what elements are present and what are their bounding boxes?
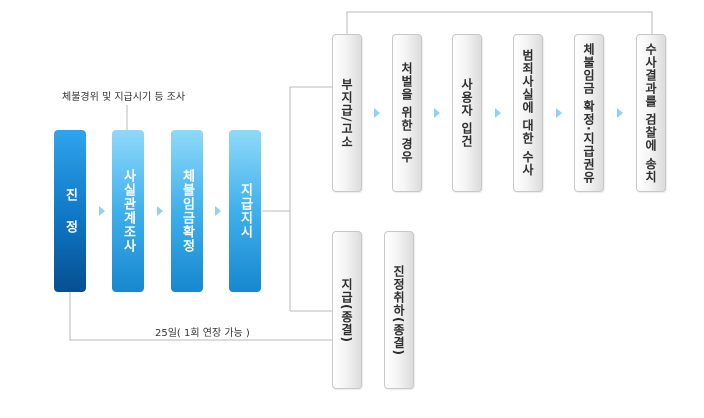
- outcome-non-payment: 부지급/고소: [332, 34, 362, 192]
- outcome-refer-prosecution-label: 수사결과를 검찰에 송치: [643, 42, 658, 184]
- step-fact-finding-label: 사실관계조사: [120, 169, 136, 253]
- outcome-wage-confirm-payment-label: 체불임금 확정·지급권유: [581, 42, 596, 184]
- arrow-right-icon: [617, 108, 623, 118]
- arrow-right-icon: [556, 108, 562, 118]
- arrow-right-icon: [157, 206, 163, 216]
- deadline-note: 25일( 1회 연장 가능 ): [155, 328, 250, 339]
- outcome-wants-punish-label: 처벌을 위한 경우: [399, 62, 414, 164]
- outcome-refer-prosecution: 수사결과를 검찰에 송치: [636, 34, 666, 192]
- top-bracket: [346, 11, 653, 34]
- outcome-payment-closed-label: 지급(종결): [339, 277, 354, 343]
- outcome-employer-booked: 사용자 입건: [452, 34, 482, 192]
- outcome-crime-investigation-label: 범죄사실에 대한 수사: [520, 49, 535, 177]
- outcome-wage-confirm-payment: 체불임금 확정·지급권유: [574, 34, 604, 192]
- outcome-withdrawal-closed: 진정취하(종결): [384, 231, 414, 389]
- arrow-right-icon: [434, 108, 440, 118]
- outcome-wants-punish: 처벌을 위한 경우: [392, 34, 422, 192]
- arrow-right-icon: [374, 108, 380, 118]
- investigation-note: 체불경위 및 지급시기 등 조사: [62, 92, 186, 103]
- step-pay-order-label: 지급지시: [237, 183, 253, 239]
- outcome-employer-booked-label: 사용자 입건: [459, 77, 474, 149]
- step-wage-confirm: 체불임금확정: [171, 130, 203, 292]
- step-pay-order: 지급지시: [229, 130, 261, 292]
- outcome-non-payment-label: 부지급/고소: [339, 77, 354, 149]
- step-fact-finding: 사실관계조사: [112, 130, 144, 292]
- outcome-withdrawal-closed-label: 진정취하(종결): [391, 264, 406, 356]
- outcome-crime-investigation: 범죄사실에 대한 수사: [513, 34, 543, 192]
- step-petition-label: 진 정: [62, 187, 78, 235]
- arrow-right-icon: [215, 206, 221, 216]
- deadline-connector: [69, 292, 332, 341]
- arrow-right-icon: [495, 108, 501, 118]
- arrow-right-icon: [99, 206, 105, 216]
- step-petition: 진 정: [54, 130, 86, 292]
- outcome-payment-closed: 지급(종결): [332, 231, 362, 389]
- step-wage-confirm-label: 체불임금확정: [179, 169, 195, 253]
